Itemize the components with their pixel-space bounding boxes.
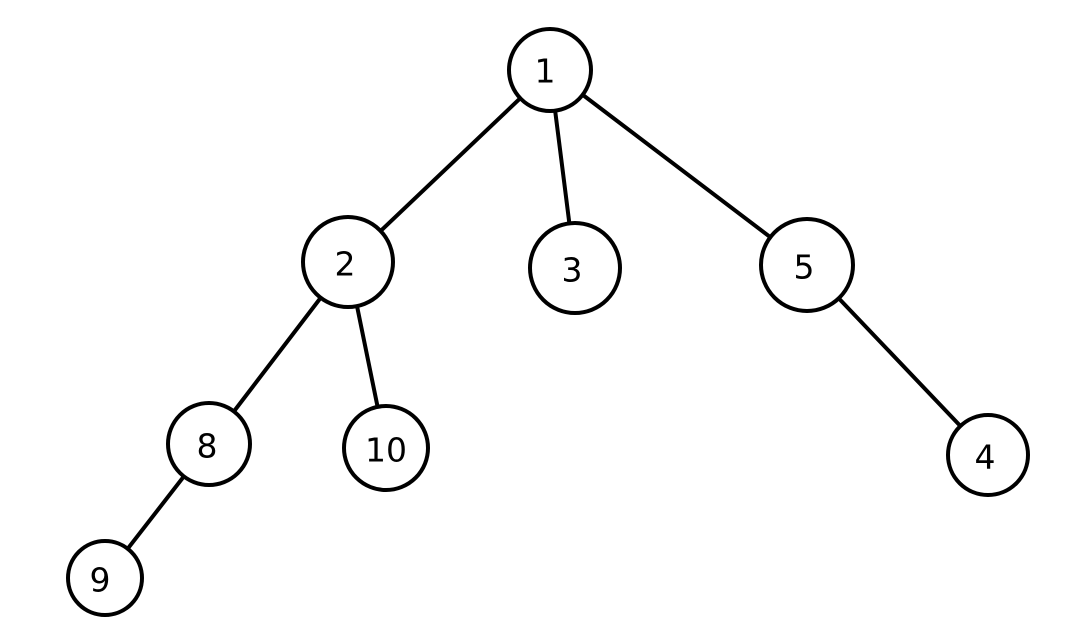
tree-node-circle-5 [759,217,855,313]
tree-edge-1-5 [548,68,809,267]
tree-node-label-2: 2 [335,245,356,284]
tree-node-circle-1 [507,27,593,113]
tree-node-circle-4 [946,413,1030,497]
tree-node-circle-3 [528,221,622,315]
tree-node-4: 4 [946,413,1030,497]
tree-node-10: 10 [342,404,430,492]
tree-node-circle-9 [66,539,144,617]
tree-node-3: 3 [528,221,622,315]
tree-node-label-8: 8 [197,427,218,466]
tree-node-2: 2 [301,215,395,309]
tree-node-label-10: 10 [365,431,407,470]
tree-node-circle-8 [166,401,252,487]
tree-node-label-4: 4 [975,438,996,477]
tree-node-9: 9 [66,539,144,617]
tree-node-label-1: 1 [535,52,556,91]
tree-node-circle-2 [301,215,395,309]
tree-node-label-5: 5 [794,248,815,287]
tree-node-label-9: 9 [90,561,111,600]
tree-node-label-3: 3 [562,251,583,290]
tree-node-circle-10 [342,404,430,492]
tree-node-1: 1 [507,27,593,113]
tree-node-8: 8 [166,401,252,487]
tree-node-5: 5 [759,217,855,313]
